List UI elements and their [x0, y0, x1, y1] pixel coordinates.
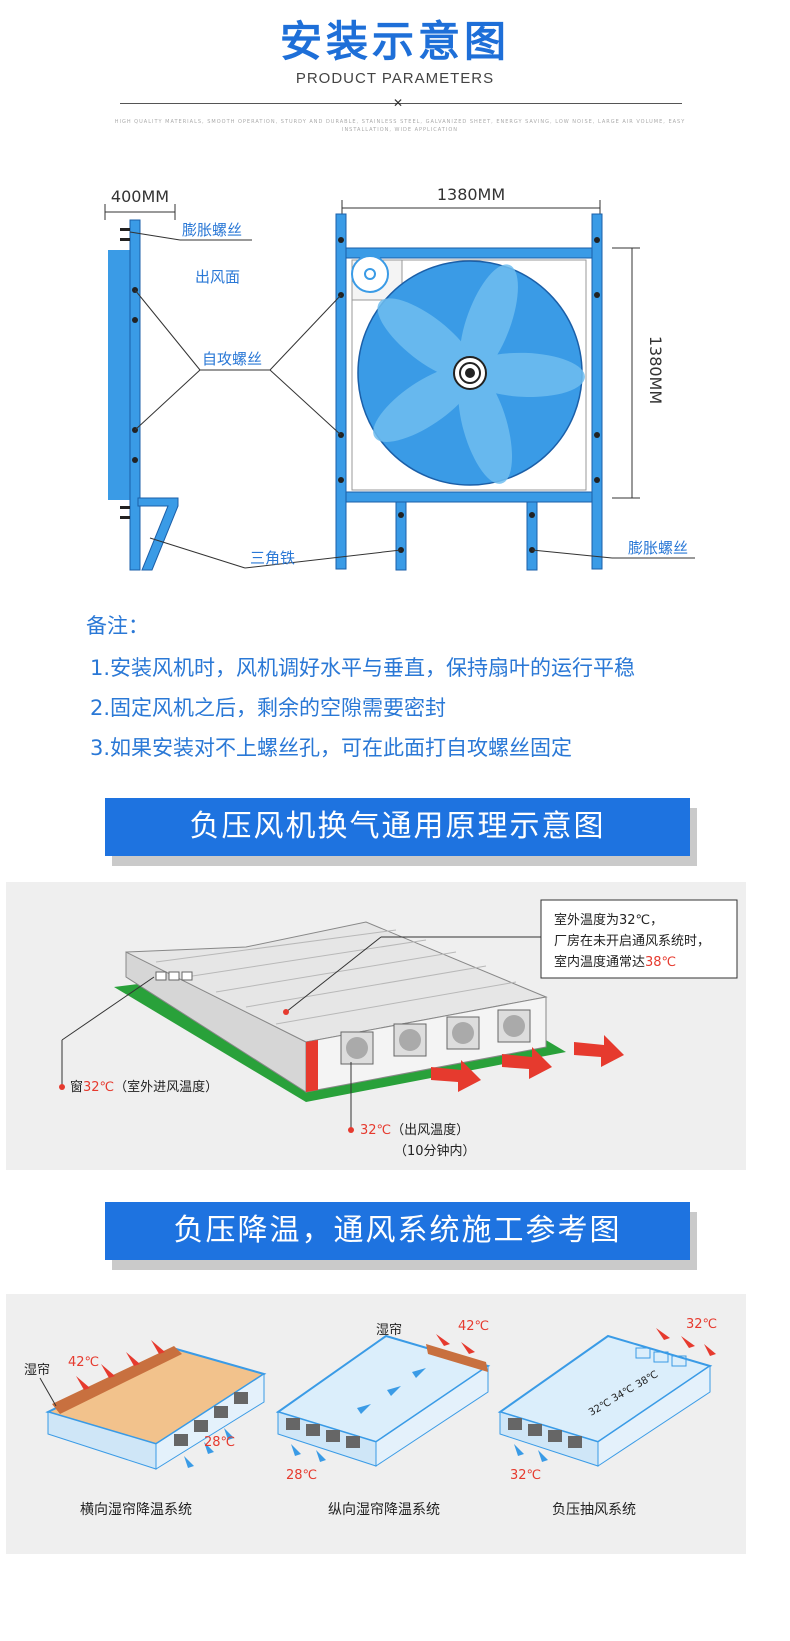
system1-cool-temp: 28℃ — [204, 1435, 235, 1450]
callout-line3: 室内温度通常达 — [554, 954, 645, 970]
window-label: 窗 — [70, 1079, 83, 1095]
system1-caption: 横向湿帘降温系统 — [80, 1502, 192, 1518]
divider-close-icon: ✕ — [393, 96, 404, 110]
window-temp: 32℃ — [83, 1080, 114, 1095]
side-view: 400MM — [104, 187, 179, 571]
note-item: 2.固定风机之后，剩余的空隙需要密封 — [90, 696, 447, 720]
page-title: 安装示意图 — [279, 17, 510, 66]
callout-line2: 厂房在未开启通风系统时， — [554, 933, 710, 949]
temperature-callout — [540, 899, 738, 979]
system-negative-pressure: 32℃ 32℃ 32℃ 34℃ 38℃ 负压抽风系统 — [497, 1317, 717, 1518]
front-width-label: 1380MM — [437, 185, 505, 204]
front-height-label: 1380MM — [646, 336, 665, 404]
outlet-time: （10分钟内） — [394, 1143, 476, 1159]
page-subtitle: PRODUCT PARAMETERS — [295, 70, 495, 87]
notes-heading: 备注： — [86, 614, 149, 638]
installation-diagram: 400MM 1380MM 1380MM — [104, 185, 695, 571]
window-desc: （室外进风温度） — [114, 1079, 218, 1095]
system2-caption: 纵向湿帘降温系统 — [328, 1502, 440, 1518]
construction-diagrams: 湿帘 42℃ 28℃ 横向湿帘降温系统 湿帘 42℃ 28℃ 纵向湿帘降温系统 … — [24, 1317, 717, 1518]
system3-hot-temp: 32℃ — [686, 1317, 717, 1332]
label-expansion-bolt-bottom: 膨胀螺丝 — [628, 539, 688, 557]
svg-text:窗32℃（室外进风温度）: 窗32℃（室外进风温度） — [70, 1079, 218, 1095]
system2-cool-temp: 28℃ — [286, 1468, 317, 1483]
callout-line1: 室外温度为32℃， — [554, 912, 663, 928]
label-outlet-face: 出风面 — [195, 268, 240, 286]
system3-caption: 负压抽风系统 — [552, 1502, 636, 1518]
fan-units — [340, 1009, 531, 1065]
svg-text:室内温度通常达38℃: 室内温度通常达38℃ — [554, 954, 676, 970]
system-longitudinal-curtain: 湿帘 42℃ 28℃ 纵向湿帘降温系统 — [275, 1319, 491, 1518]
svg-text:32℃（出风温度）: 32℃（出风温度） — [360, 1122, 469, 1138]
outlet-temp: 32℃ — [360, 1123, 391, 1138]
principle-banner: 负压风机换气通用原理示意图 — [105, 798, 690, 856]
system1-curtain-label: 湿帘 — [24, 1362, 50, 1378]
note-item: 1.安装风机时，风机调好水平与垂直，保持扇叶的运行平稳 — [90, 656, 636, 680]
fine-print: HIGH QUALITY MATERIALS, SMOOTH OPERATION… — [114, 119, 686, 133]
system2-hot-temp: 42℃ — [458, 1319, 489, 1334]
wet-curtain-strip — [306, 1040, 318, 1092]
label-expansion-bolt-top: 膨胀螺丝 — [182, 221, 242, 239]
front-view: 1380MM 1380MM — [335, 185, 665, 571]
label-self-tapping: 自攻螺丝 — [202, 350, 262, 368]
system-horizontal-curtain: 湿帘 42℃ 28℃ 横向湿帘降温系统 — [24, 1340, 267, 1518]
airflow-arrows — [431, 1035, 624, 1092]
notes-list: 1.安装风机时，风机调好水平与垂直，保持扇叶的运行平稳 2.固定风机之后，剩余的… — [90, 648, 635, 768]
outlet-desc: （出风温度） — [391, 1122, 469, 1138]
note-item: 3.如果安装对不上螺丝孔，可在此面打自攻螺丝固定 — [90, 736, 573, 760]
label-triangle-iron: 三角铁 — [250, 549, 295, 567]
system2-curtain-label: 湿帘 — [376, 1322, 402, 1338]
construction-banner: 负压降温，通风系统施工参考图 — [105, 1202, 690, 1260]
callout-indoor-temp: 38℃ — [645, 955, 676, 970]
side-width-label: 400MM — [111, 187, 169, 206]
system3-cool-temp: 32℃ — [510, 1468, 541, 1483]
principle-diagram: 室外温度为32℃， 厂房在未开启通风系统时， 室内温度通常达38℃ 窗32℃（室… — [59, 899, 738, 1159]
system1-hot-temp: 42℃ — [68, 1355, 99, 1370]
title-divider — [120, 103, 682, 104]
